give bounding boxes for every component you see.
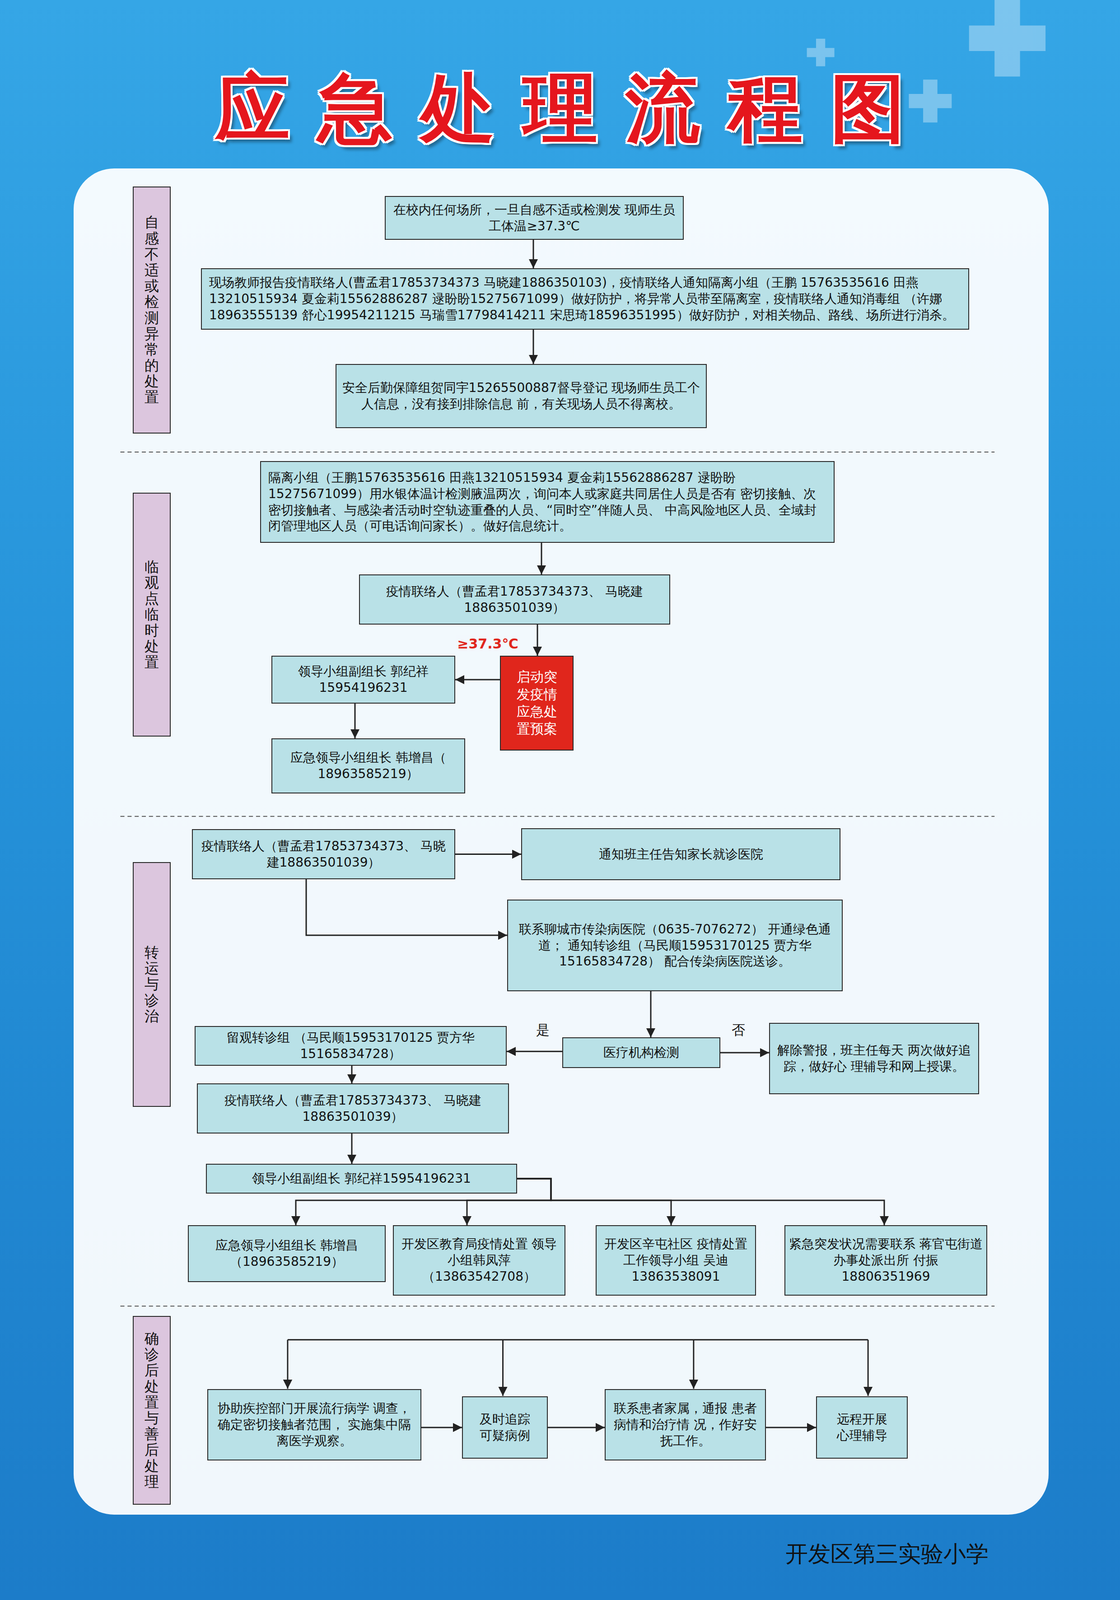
node-text: 现场教师报告疫情联络人(曹孟君17853734373 马晓建1886350103… xyxy=(209,274,962,323)
process-box: 开发区教育局疫情处置 领导小组韩凤萍 （13863542708） xyxy=(392,1225,566,1296)
node-text: 应急领导小组组长 韩增昌（18963585219） xyxy=(193,1237,381,1270)
connector xyxy=(506,1050,563,1053)
connector xyxy=(532,329,535,364)
connector xyxy=(354,703,356,739)
node-text: 及时追踪 可疑病例 xyxy=(477,1411,532,1444)
process-box: 领导小组副组长 郭纪祥15954196231 xyxy=(271,655,456,704)
node-text: 通知班主任告知家长就诊医院 xyxy=(598,846,764,863)
process-box: 安全后勤保障组贺同宇15265500887督导登记 现场师生员工个人信息，没有接… xyxy=(335,364,707,429)
edge-label: ≥37.3℃ xyxy=(455,635,520,652)
node-text: 开发区辛屯社区 疫情处置工作领导小组 吴迪13863538091 xyxy=(600,1236,752,1285)
node-text: 领导小组副组长 郭纪祥15954196231 xyxy=(252,1170,472,1187)
process-box: 在校内任何场所，一旦自感不适或检测发 现师生员工体温≥37.3℃ xyxy=(384,196,684,240)
node-text: 安全后勤保障组贺同宇15265500887督导登记 现场师生员工个人信息，没有接… xyxy=(341,379,701,413)
node-text: 启动突 发疫情 应急处 置预案 xyxy=(514,668,560,738)
bus-drop xyxy=(286,1339,289,1389)
section-divider xyxy=(120,1305,995,1307)
connector xyxy=(421,1427,462,1429)
process-box: 协助疾控部门开展流行病学 调查，确定密切接触者范围， 实施集中隔离医学观察。 xyxy=(207,1389,422,1461)
connector xyxy=(536,624,539,656)
node-text: 应急领导小组组长 韩增昌（ 18963585219） xyxy=(276,749,460,783)
process-box: 医疗机构检测 xyxy=(562,1037,721,1069)
process-box: 现场教师报告疫情联络人(曹孟君17853734373 马晓建1886350103… xyxy=(200,268,970,330)
node-text: 留观转诊组 （马民顺15953170125 贾方华15165834728） xyxy=(199,1029,503,1063)
process-box: 应急领导小组组长 韩增昌（18963585219） xyxy=(187,1225,386,1283)
process-box: 及时追踪 可疑病例 xyxy=(462,1396,548,1459)
process-box: 疫情联络人（曹孟君17853734373、 马晓建18863501039） xyxy=(196,1083,509,1134)
bus-line xyxy=(287,1339,868,1341)
connector xyxy=(306,879,508,936)
node-text: 紧急突发状况需要联系 蒋官屯街道办事处派出所 付振 18806351969 xyxy=(788,1236,983,1285)
node-text: 联系聊城市传染病医院（0635-7076272） 开通绿色通道； 通知转诊组（马… xyxy=(513,921,837,970)
node-text: 隔离小组（王鹏15763535616 田燕13210515934 夏金莉1556… xyxy=(268,469,827,535)
process-box: 联系患者家属，通报 患者病情和治疗情 况，作好安抚工作。 xyxy=(604,1389,766,1461)
section-divider xyxy=(120,451,995,453)
process-box: 疫情联络人（曹孟君17853734373、 马晓建18863501039） xyxy=(359,574,671,625)
node-text: 疫情联络人（曹孟君17853734373、 马晓建18863501039） xyxy=(364,583,665,616)
node-text: 确诊后处置与善后处理 xyxy=(144,1330,159,1490)
connector xyxy=(455,853,522,855)
process-box: 留观转诊组 （马民顺15953170125 贾方华15165834728） xyxy=(194,1026,507,1066)
page-title: 应急处理流程图 xyxy=(0,67,1120,150)
connector xyxy=(720,1052,770,1054)
process-box: 联系聊城市传染病医院（0635-7076272） 开通绿色通道； 通知转诊组（马… xyxy=(507,899,843,992)
edge-label: 是 xyxy=(534,1021,552,1040)
connector xyxy=(541,542,543,575)
process-box: 隔离小组（王鹏15763535616 田燕13210515934 夏金莉1556… xyxy=(260,461,835,543)
cross-symbol xyxy=(969,0,1046,77)
connector xyxy=(517,1178,672,1226)
process-box: 远程开展 心理辅导 xyxy=(816,1396,908,1459)
bus-drop xyxy=(867,1339,869,1396)
connector xyxy=(547,1427,605,1429)
process-box: 解除警报，班主任每天 两次做好追踪，做好心 理辅导和网上授课。 xyxy=(769,1022,980,1095)
connector xyxy=(765,1427,817,1429)
node-text: 疫情联络人（曹孟君17853734373、 马晓建18863501039） xyxy=(197,838,450,871)
node-text: 临观点临时处置 xyxy=(144,559,159,671)
connector xyxy=(455,679,500,681)
section-label: 转运与诊治 xyxy=(132,862,171,1107)
connector xyxy=(517,1178,885,1226)
bus-drop xyxy=(692,1339,695,1389)
node-text: 解除警报，班主任每天 两次做好追踪，做好心 理辅导和网上授课。 xyxy=(774,1042,974,1075)
connector xyxy=(532,239,535,269)
alert-box: 启动突 发疫情 应急处 置预案 xyxy=(499,655,574,751)
connector xyxy=(351,1065,353,1084)
process-box: 紧急突发状况需要联系 蒋官屯街道办事处派出所 付振 18806351969 xyxy=(784,1225,988,1296)
section-divider xyxy=(120,816,995,817)
node-text: 远程开展 心理辅导 xyxy=(832,1411,892,1444)
node-text: 在校内任何场所，一旦自感不适或检测发 现师生员工体温≥37.3℃ xyxy=(391,201,678,235)
node-text: 领导小组副组长 郭纪祥15954196231 xyxy=(276,663,450,696)
node-text: 转运与诊治 xyxy=(144,944,159,1025)
section-label: 自感不适或检测异常的处置 xyxy=(132,186,171,434)
cross-symbol xyxy=(807,38,835,67)
process-box: 开发区辛屯社区 疫情处置工作领导小组 吴迪13863538091 xyxy=(595,1225,756,1296)
node-text: 医疗机构检测 xyxy=(603,1044,680,1061)
node-text: 自感不适或检测异常的处置 xyxy=(144,214,159,406)
node-text: 疫情联络人（曹孟君17853734373、 马晓建18863501039） xyxy=(202,1092,504,1125)
process-box: 疫情联络人（曹孟君17853734373、 马晓建18863501039） xyxy=(191,829,456,880)
process-box: 通知班主任告知家长就诊医院 xyxy=(521,828,841,881)
school-name: 开发区第三实验小学 xyxy=(785,1539,989,1570)
connector xyxy=(351,1133,353,1164)
section-label: 确诊后处置与善后处理 xyxy=(132,1316,171,1505)
process-box: 应急领导小组组长 韩增昌（ 18963585219） xyxy=(271,738,466,794)
section-label: 临观点临时处置 xyxy=(132,492,171,737)
bus-drop xyxy=(502,1339,504,1396)
node-text: 联系患者家属，通报 患者病情和治疗情 况，作好安抚工作。 xyxy=(610,1400,761,1449)
process-box: 领导小组副组长 郭纪祥15954196231 xyxy=(205,1163,518,1194)
connector xyxy=(650,991,652,1038)
edge-label: 否 xyxy=(729,1021,747,1040)
node-text: 开发区教育局疫情处置 领导小组韩凤萍 （13863542708） xyxy=(397,1236,561,1285)
node-text: 协助疾控部门开展流行病学 调查，确定密切接触者范围， 实施集中隔离医学观察。 xyxy=(212,1400,416,1449)
